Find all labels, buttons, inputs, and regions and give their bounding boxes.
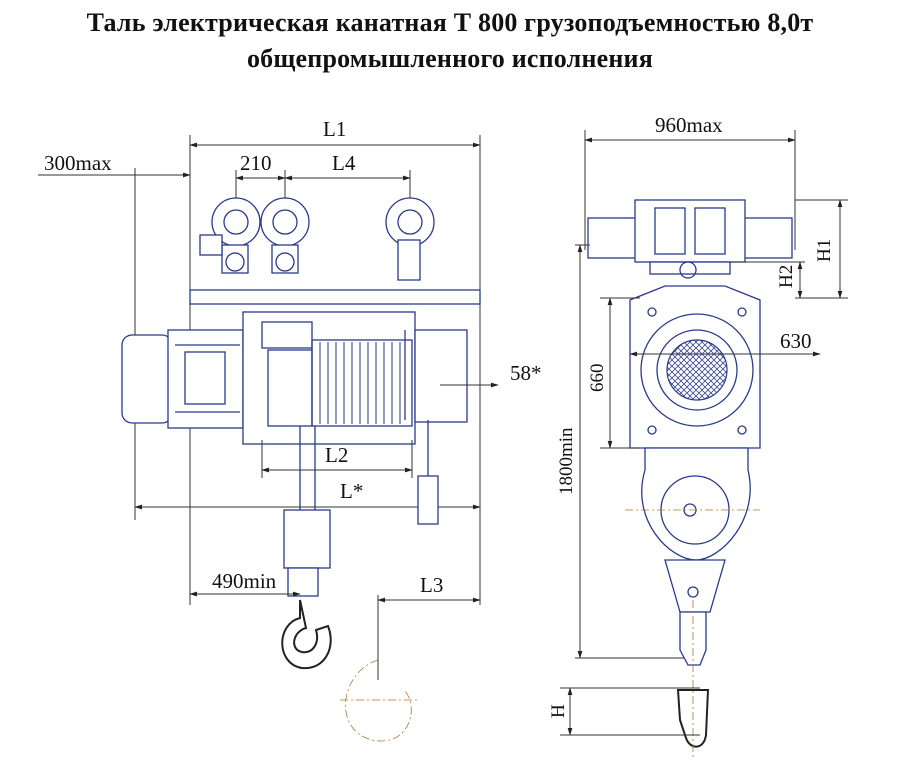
dim-1800min: 1800min	[556, 427, 577, 495]
dim-490min: 490min	[212, 569, 277, 593]
drawing-title-line1: Таль электрическая канатная Т 800 грузоп…	[86, 8, 814, 37]
dim-660: 660	[587, 364, 608, 393]
drive-motor	[121, 329, 244, 429]
dim-H1: H1	[814, 239, 835, 262]
control-pendant	[417, 475, 439, 525]
drawing-title-line2: общепромышленного исполнения	[246, 44, 654, 73]
dim-L4: L4	[332, 151, 356, 175]
side-view: 960max H1 H2	[548, 113, 848, 760]
side-trolley	[587, 199, 793, 279]
dim-L1: L1	[323, 117, 346, 141]
side-housing	[629, 285, 761, 449]
drum-housing	[242, 311, 468, 445]
dim-960max: 960max	[655, 113, 723, 137]
dim-Lstar: L*	[340, 479, 363, 503]
dim-H: H	[548, 704, 569, 718]
dim-630: 630	[780, 329, 812, 353]
side-hook-block	[625, 447, 760, 760]
dim-210: 210	[240, 151, 272, 175]
rail-beam	[189, 289, 481, 305]
hook-block	[281, 426, 332, 670]
dim-58: 58*	[510, 361, 542, 385]
hook-swing-phantom	[340, 659, 420, 742]
dim-L3: L3	[420, 573, 443, 597]
front-view: L1 300max 210 L4	[38, 117, 542, 742]
dim-L2: L2	[325, 443, 348, 467]
trolley-wheels	[199, 197, 435, 281]
dim-H2: H2	[776, 265, 797, 288]
dim-300max: 300max	[44, 151, 112, 175]
